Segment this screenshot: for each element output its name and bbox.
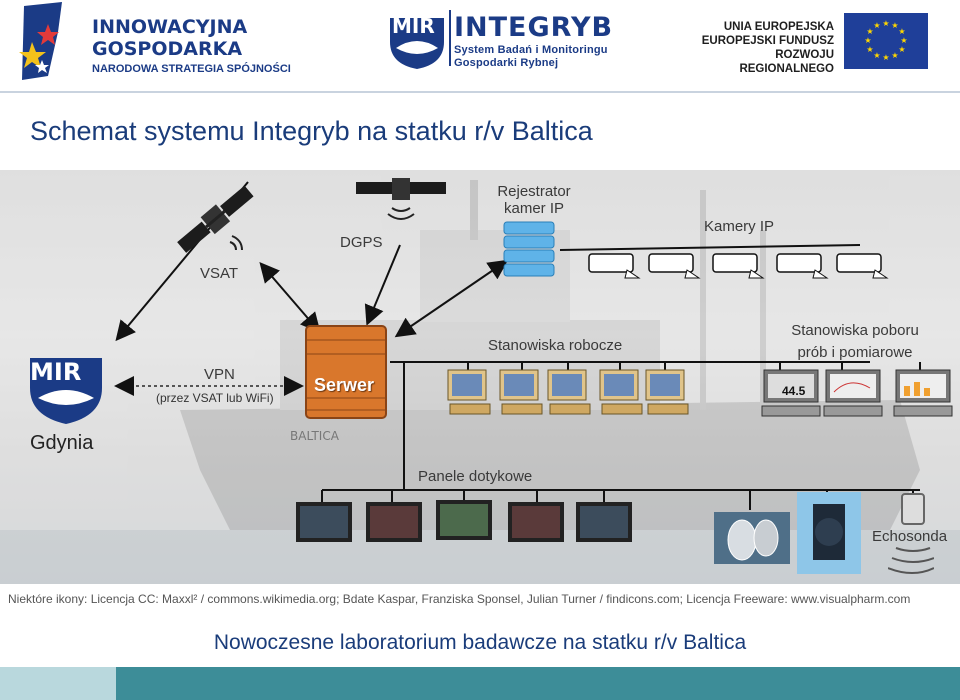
echosounder-icon xyxy=(888,493,934,574)
touch-panel-icon xyxy=(576,502,632,542)
svg-text:★: ★ xyxy=(891,21,898,30)
ig-line3: NARODOWA STRATEGIA SPÓJNOŚCI xyxy=(92,63,291,75)
eu-line2: EUROPEJSKI FUNDUSZ xyxy=(701,35,834,47)
vpn-sub-label: (przez VSAT lub WiFi) xyxy=(156,391,274,405)
eu-flag-icon: ★★★ ★★★ ★★★ ★★★ xyxy=(844,13,928,69)
vsat-label: VSAT xyxy=(200,265,239,282)
arrow-vsat-serwer xyxy=(259,261,321,334)
mir-gdynia-mark: MIR xyxy=(30,358,82,386)
arrow-rejestrator-serwer xyxy=(394,259,509,338)
svg-text:★: ★ xyxy=(866,27,873,36)
touch-panels-group xyxy=(296,500,632,542)
svg-text:★: ★ xyxy=(882,19,889,28)
workstations-group xyxy=(447,369,689,415)
arrow-dgps-serwer xyxy=(364,244,401,326)
svg-text:★: ★ xyxy=(898,27,905,36)
svg-text:★: ★ xyxy=(900,36,907,45)
kamery-label: Kamery IP xyxy=(704,218,775,235)
svg-text:★: ★ xyxy=(866,45,873,54)
ip-cameras-group xyxy=(588,253,889,279)
plankton-net-image xyxy=(714,512,790,564)
innowacyjna-gospodarka-icon xyxy=(19,2,62,80)
touch-panel-icon xyxy=(508,502,564,542)
header-divider xyxy=(0,91,960,93)
measurement-stations-group xyxy=(761,369,953,417)
workstation-icon xyxy=(447,369,491,415)
panele-label: Panele dotykowe xyxy=(418,468,533,485)
rejestrator-line2: kamer IP xyxy=(503,200,564,217)
footer-title: Nowoczesne laboratorium badawcze na stat… xyxy=(213,631,747,654)
ip-camera-icon xyxy=(776,253,829,279)
integryb-name: INTEGRYB xyxy=(454,12,614,43)
workstation-icon xyxy=(547,369,591,415)
stanowiska-robocze-label: Stanowiska robocze xyxy=(488,337,623,354)
measurement-workstation-icon xyxy=(761,369,821,417)
network-lines xyxy=(321,244,921,510)
integryb-sub2: Gospodarki Rybnej xyxy=(454,57,559,69)
ctd-rosette-image xyxy=(797,492,861,574)
ip-camera-icon xyxy=(648,253,701,279)
workstation-icon xyxy=(599,369,643,415)
bottom-bar xyxy=(0,667,960,700)
page-title: Schemat systemu Integryb na statku r/v B… xyxy=(30,116,593,146)
mir-shield-icon xyxy=(390,18,444,69)
gdynia-label: Gdynia xyxy=(30,432,94,454)
recorder-server-icon xyxy=(503,221,555,277)
ship-name: BALTICA xyxy=(290,429,340,443)
workstation-icon xyxy=(645,369,689,415)
mir-gdynia-icon xyxy=(30,358,102,424)
svg-text:★: ★ xyxy=(898,45,905,54)
ip-camera-icon xyxy=(588,253,641,279)
diagram-scene: BALTICA xyxy=(0,170,960,584)
logo-bar xyxy=(0,0,960,92)
integryb-sub1: System Badań i Monitoringu xyxy=(454,44,608,56)
eu-line3: ROZWOJU REGIONALNEGO xyxy=(739,49,834,75)
icon-credits: Niektóre ikony: Licencja CC: Maxxl² / co… xyxy=(8,592,911,606)
svg-text:★: ★ xyxy=(882,53,889,62)
ig-line2: GOSPODARKA xyxy=(92,38,243,60)
touch-panel-icon xyxy=(366,502,422,542)
workstation-icon xyxy=(499,369,543,415)
stanowiska-poboru-label: Stanowiska poboru prób i pomiarowe xyxy=(760,320,950,364)
ip-camera-icon xyxy=(836,253,889,279)
svg-text:★: ★ xyxy=(891,51,898,60)
ip-camera-icon xyxy=(712,253,765,279)
touch-panel-icon xyxy=(436,500,492,540)
ig-line1: INNOWACYJNA xyxy=(92,16,248,38)
server-icon xyxy=(305,325,387,419)
rejestrator-label: Rejestrator kamer IP xyxy=(490,183,578,217)
svg-text:★: ★ xyxy=(873,21,880,30)
svg-text:★: ★ xyxy=(864,36,871,45)
echosonda-label: Echosonda xyxy=(872,528,948,545)
measurement-screen-value: 44.5 xyxy=(782,384,806,398)
svg-text:★: ★ xyxy=(873,51,880,60)
vpn-label: VPN xyxy=(204,366,235,383)
measurement-workstation-icon xyxy=(823,369,883,417)
mir-mark: MIR xyxy=(392,14,435,38)
dgps-label: DGPS xyxy=(340,234,383,251)
serwer-label: Serwer xyxy=(314,375,375,395)
eu-line1: UNIA EUROPEJSKA xyxy=(723,21,834,33)
touch-panel-icon xyxy=(296,502,352,542)
eu-text: UNIA EUROPEJSKA EUROPEJSKI FUNDUSZ ROZWO… xyxy=(692,20,834,76)
integryb-divider xyxy=(449,10,451,66)
stanowiska-poboru-line1: Stanowiska poboru xyxy=(791,322,919,339)
measurement-workstation-icon xyxy=(893,369,953,417)
gps-satellite-icon xyxy=(356,178,446,220)
bottom-bar-accent xyxy=(0,667,116,700)
rejestrator-line1: Rejestrator xyxy=(497,183,571,200)
stanowiska-poboru-line2: prób i pomiarowe xyxy=(797,344,913,361)
satellite-icon xyxy=(177,185,254,253)
